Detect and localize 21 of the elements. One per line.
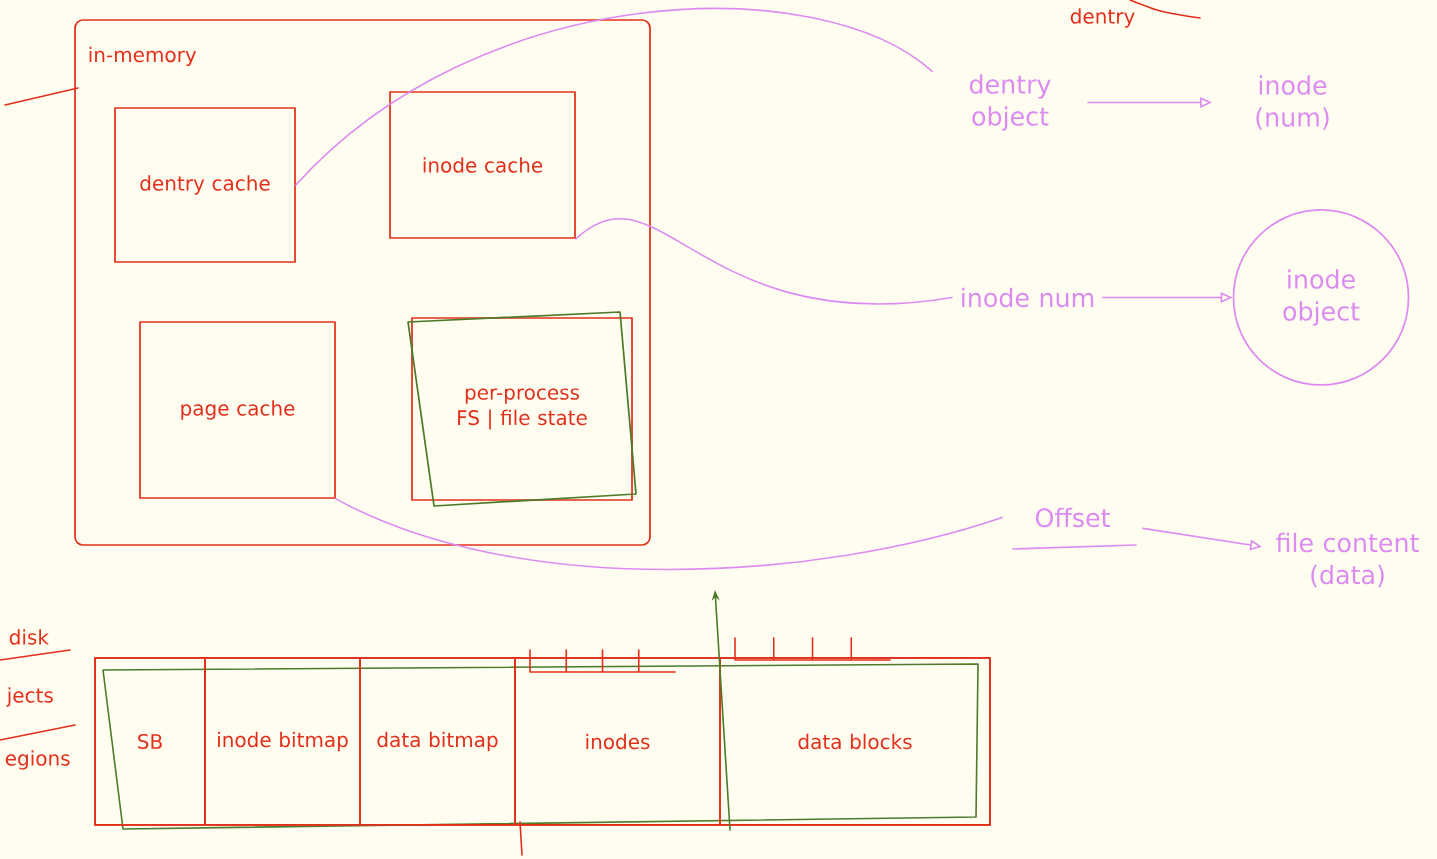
disk-region: inode bitmap <box>204 657 361 826</box>
handwritten-label: jects <box>6 687 53 707</box>
cache-box: dentry cache <box>114 107 296 263</box>
cache-box: page cache <box>139 321 336 499</box>
state-box: per-process FS | file state <box>407 311 637 507</box>
handwritten-label: disk <box>9 629 49 645</box>
connector <box>575 217 953 305</box>
disk-region: SB <box>94 657 206 826</box>
disk-region: data blocks <box>719 657 991 826</box>
handwritten-label: dentry <box>1070 8 1135 28</box>
note-text: inode num <box>962 287 1094 308</box>
note-text: dentry object <box>969 74 1051 131</box>
connector <box>335 498 1003 571</box>
note-text: file content (data) <box>1276 532 1419 588</box>
disk-region: data bitmap <box>359 657 516 826</box>
disk-region: inodes <box>514 657 721 826</box>
handwritten-label: egions <box>5 750 70 770</box>
note-text: Offset <box>1012 507 1137 550</box>
connector <box>295 7 933 186</box>
cache-box: inode cache <box>389 91 576 239</box>
note-text: inode (num) <box>1256 75 1329 130</box>
